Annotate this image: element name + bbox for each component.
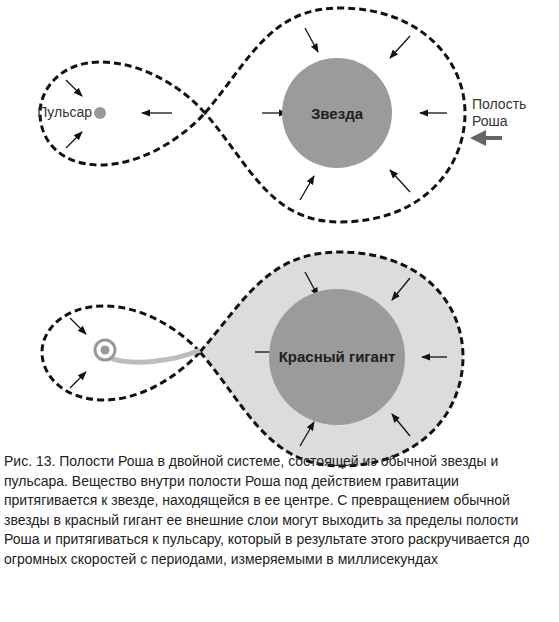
- gravity-arrow: [390, 170, 410, 192]
- roche-lobe-label: Полость Роша: [472, 96, 556, 130]
- mass-stream: [110, 350, 200, 362]
- pulsar-dot: [94, 107, 106, 119]
- star-circle: Красный гигант: [269, 289, 406, 426]
- gravity-arrow: [305, 28, 318, 52]
- gravity-arrow: [420, 112, 447, 113]
- gravity-arrow: [422, 356, 447, 357]
- pulsar-dot: [101, 346, 110, 355]
- gravity-arrow: [300, 422, 314, 446]
- gravity-arrow: [390, 36, 410, 58]
- gravity-arrows: [66, 28, 447, 446]
- star-label: Звезда: [305, 104, 369, 123]
- roche-lobe: [205, 8, 465, 222]
- pulsar-label: Пульсар: [8, 104, 92, 121]
- pointer-arrow: [478, 136, 502, 140]
- gravity-arrow: [70, 318, 86, 334]
- gravity-arrow: [392, 278, 410, 300]
- gravity-arrow: [66, 132, 82, 148]
- roche-lobe-filled: [200, 252, 463, 466]
- star-label: Красный гигант: [273, 347, 402, 366]
- accretion-disk: [95, 340, 115, 360]
- gravity-arrow: [392, 414, 410, 436]
- gravity-arrow: [142, 112, 172, 113]
- gravity-arrow: [70, 372, 86, 388]
- figure-caption: Рис. 13. Полости Роша в двойной системе,…: [4, 452, 552, 569]
- roche-lobe: [42, 306, 200, 400]
- gravity-arrow: [66, 80, 82, 96]
- gravity-arrow: [300, 176, 314, 200]
- star-circle: Звезда: [282, 58, 392, 168]
